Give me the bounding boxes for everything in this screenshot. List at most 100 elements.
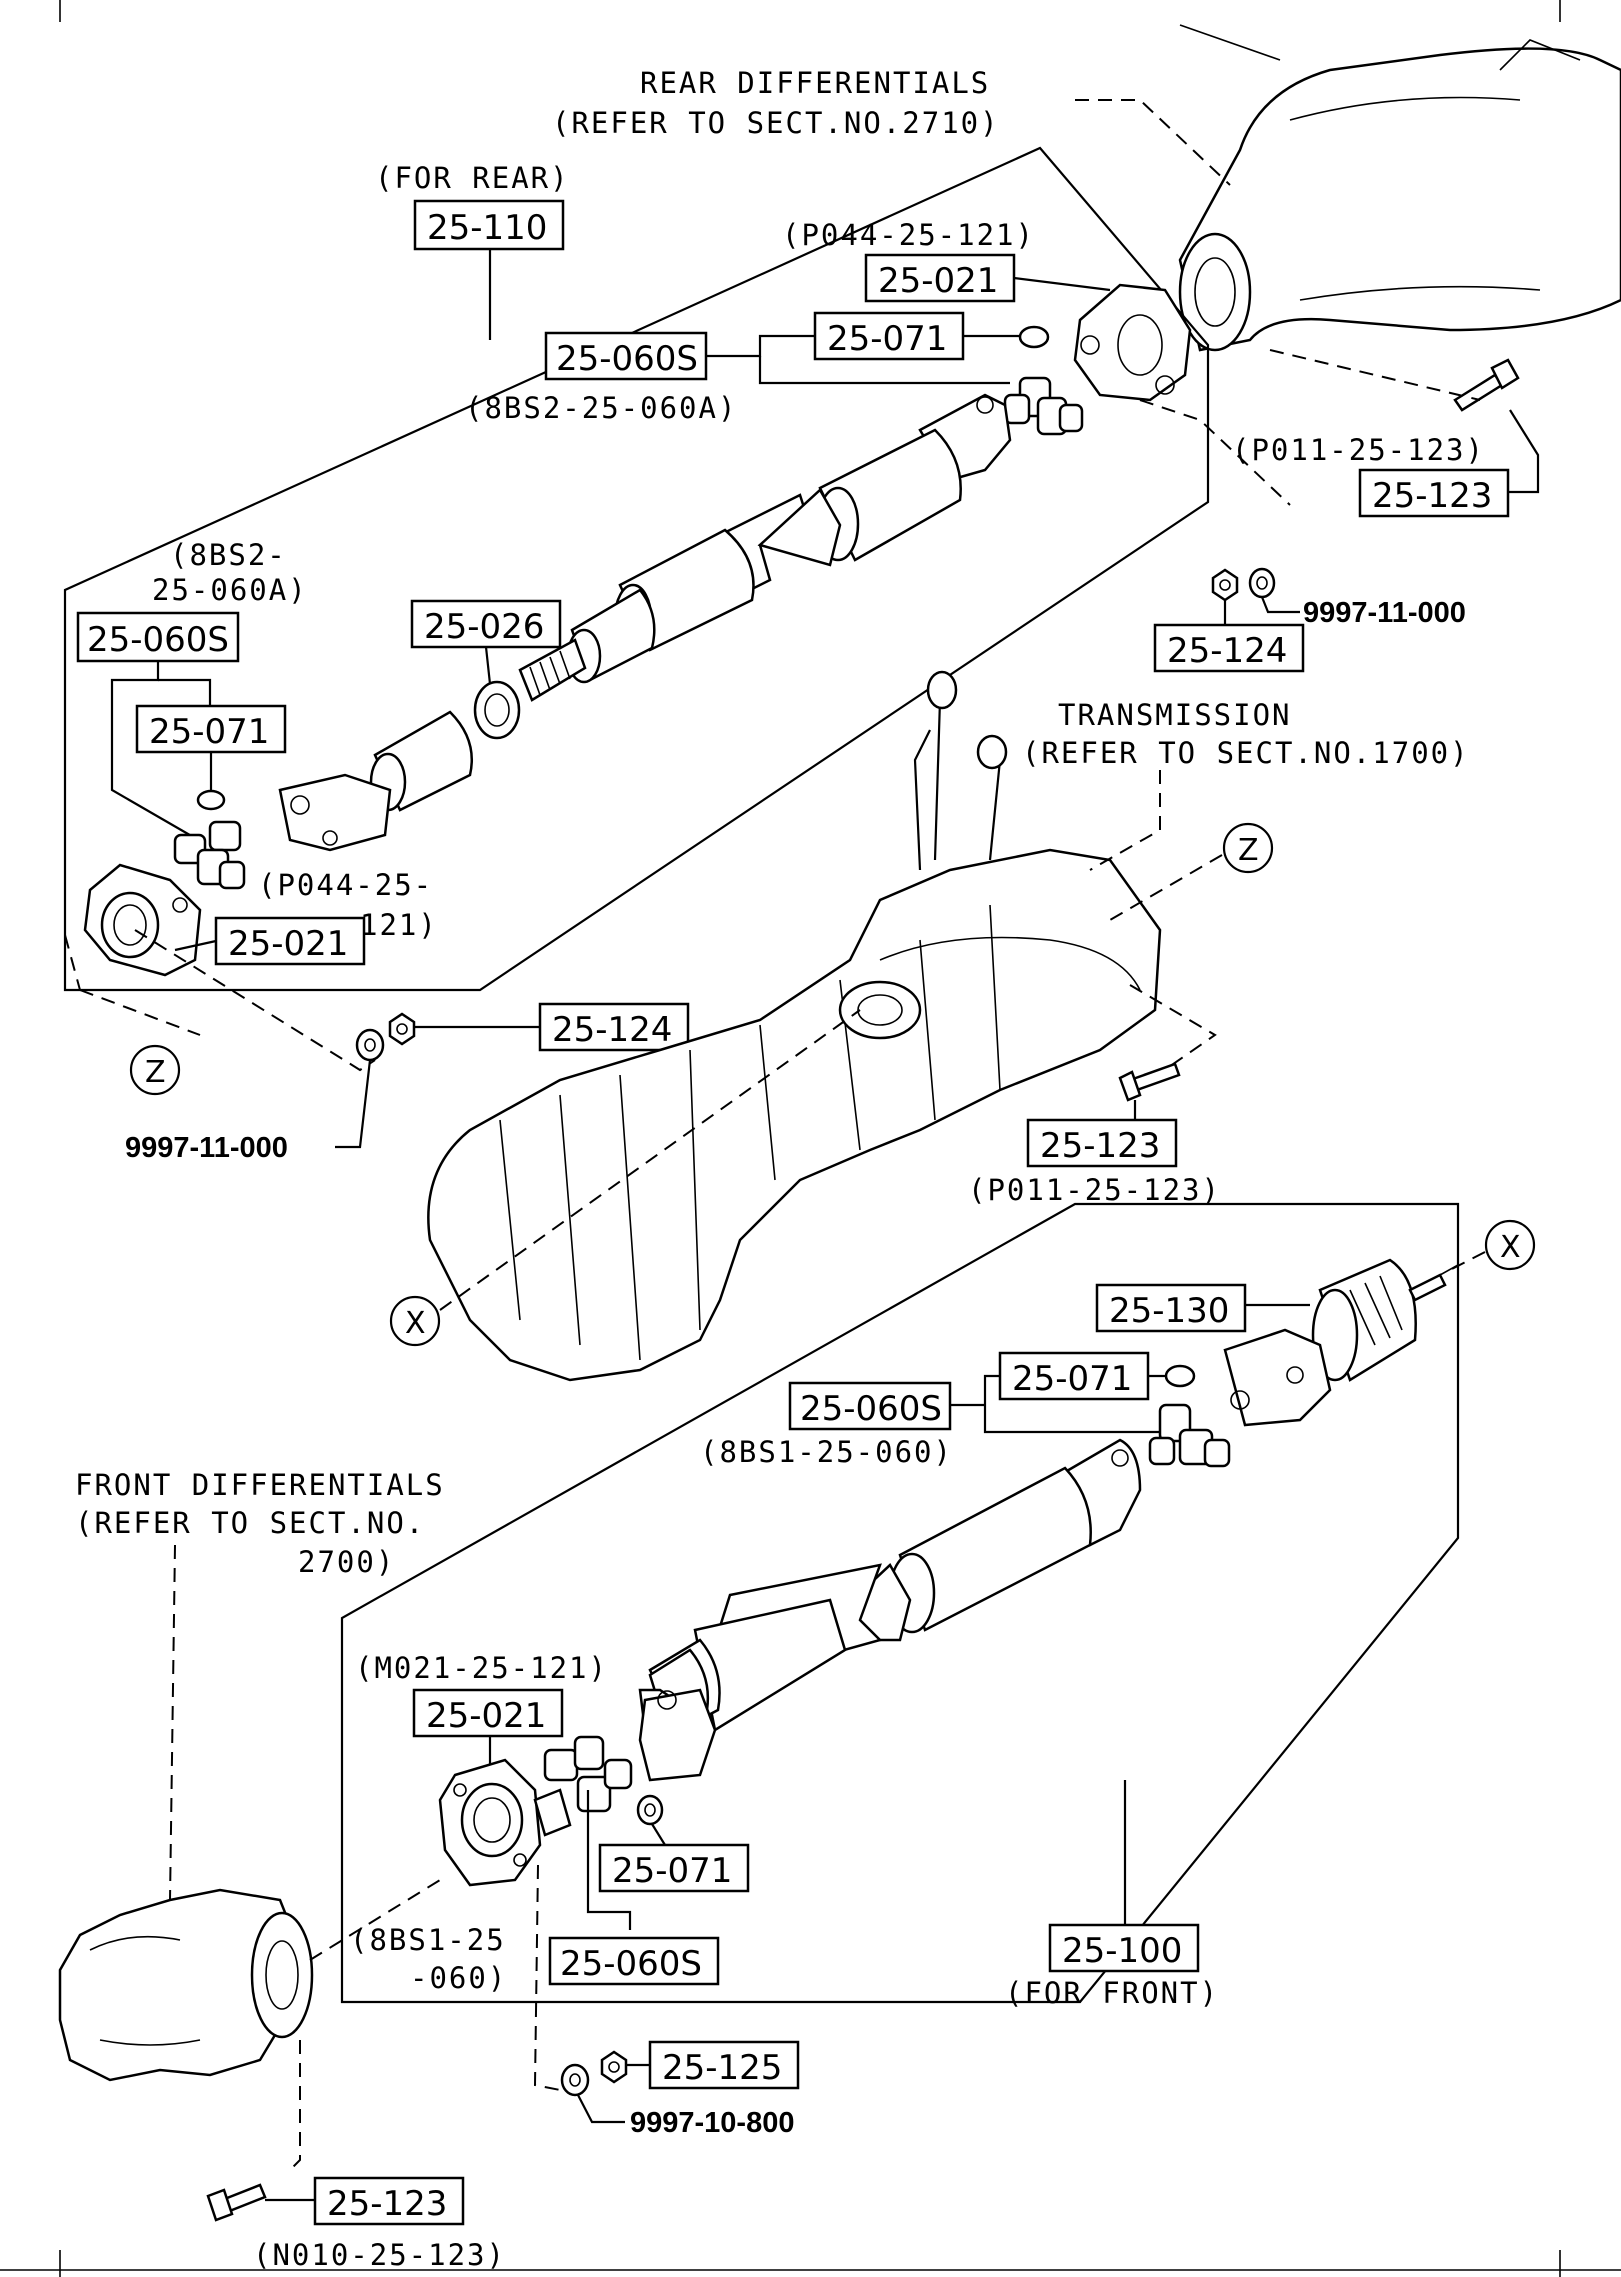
- rear-companion-flange-top: [1073, 283, 1192, 402]
- marker-x-right: X: [1484, 1219, 1536, 1271]
- rear-joint-top-box: [544, 331, 708, 381]
- rear-joint-left-bracket: [110, 661, 196, 839]
- front-flange-number: 25-021: [426, 1696, 546, 1736]
- rear-cap-top-number: 25-071: [827, 319, 947, 359]
- rear-shaft-assy-number: 25-110: [427, 208, 547, 248]
- rear-washer-left-number: 9997-11-000: [125, 1132, 288, 1164]
- front-yoke-number: 25-130: [1109, 1291, 1229, 1331]
- front-washer: [560, 2063, 590, 2097]
- front-diff-note-line2: (REFER TO SECT.NO.: [75, 1506, 425, 1540]
- front-cap-left-box: [598, 1843, 750, 1893]
- rear-joint-left-subnumber-line2: 25-060A): [152, 573, 308, 607]
- front-joint-left-bracket: [586, 1790, 632, 1930]
- transmission: [427, 670, 1162, 1382]
- rear-flange-top-leader: [1013, 276, 1111, 292]
- rear-bolt-left-subnumber: (P011-25-123): [968, 1173, 1221, 1207]
- transmission-note-line1: TRANSMISSION: [1058, 698, 1292, 732]
- rear-bolt-left-box: [1026, 1118, 1178, 1168]
- rear-washer-left: [355, 1028, 385, 1062]
- rear-propeller-shaft: [278, 393, 1012, 852]
- rear-universal-joint-top: [1003, 325, 1084, 436]
- front-washer-leader: [577, 2094, 625, 2124]
- rear-flange-left-dash: [64, 934, 201, 1036]
- front-shaft-assy-box: [1048, 1923, 1200, 1973]
- rear-bolt-left: [1118, 1062, 1181, 1102]
- marker-z-left: Z: [129, 1044, 181, 1096]
- rear-flange-top-box: [864, 253, 1016, 303]
- front-nut-dash: [533, 1864, 561, 2091]
- front-differential: [58, 1888, 314, 2082]
- front-joint-left-subnumber-line2: -060): [410, 1961, 507, 1995]
- rear-nut-top: [1211, 568, 1239, 602]
- rear-joint-left-bracket-cap: [158, 678, 212, 706]
- front-propeller-shaft: [638, 1438, 1142, 1782]
- front-joint-left-subnumber-line1: (8BS1-25: [350, 1923, 506, 1957]
- front-joint-right-bracket: [950, 1374, 1160, 1434]
- front-universal-joint-right: [1148, 1403, 1231, 1468]
- front-flange-subnumber: (M021-25-121): [355, 1651, 608, 1685]
- front-washer-number: 9997-10-800: [630, 2107, 794, 2139]
- for-rear-label: (FOR REAR): [375, 161, 570, 195]
- front-diff-note-line1: FRONT DIFFERENTIALS: [75, 1468, 445, 1502]
- front-nut: [600, 2050, 628, 2084]
- rear-bolt-left-number: 25-123: [1040, 1126, 1160, 1166]
- transmission-note-leader: [1089, 770, 1161, 871]
- svg-text:X: X: [1500, 1230, 1521, 1265]
- rear-flange-left-subnumber-line2: 121): [360, 908, 438, 942]
- rear-seal-leader: [484, 646, 492, 685]
- front-cap-left-leader: [651, 1823, 666, 1846]
- rear-cap-left-number: 25-071: [149, 712, 269, 752]
- rear-flange-left-leader: [174, 939, 217, 952]
- front-bearing-cap-left: [636, 1794, 664, 1826]
- transmission-note-line2: (REFER TO SECT.NO.1700): [1022, 736, 1470, 770]
- front-shaft-group-outline: [340, 1202, 1460, 2004]
- rear-nut-top-box: [1153, 623, 1305, 673]
- rear-diff-note-line1: REAR DIFFERENTIALS: [640, 66, 990, 100]
- rear-joint-left-subnumber-line1: (8BS2-: [170, 538, 287, 572]
- rear-flange-top-number: 25-021: [878, 261, 998, 301]
- rear-shaft-assy-box: [413, 199, 565, 251]
- rear-bolt-top-number: 25-123: [1372, 476, 1492, 516]
- rear-joint-left-box: [76, 611, 240, 663]
- rear-nut-left-number: 25-124: [552, 1010, 672, 1050]
- front-joint-left-box: [548, 1936, 720, 1986]
- rear-diff-note-line2: (REFER TO SECT.NO.2710): [552, 106, 1000, 140]
- marker-x-left: X: [389, 1295, 441, 1347]
- front-slip-yoke: [1223, 1258, 1459, 1427]
- front-flange-box: [412, 1688, 564, 1738]
- rear-joint-top-bracket-upper: [706, 334, 815, 358]
- svg-text:Z: Z: [1238, 833, 1259, 868]
- rear-joint-top-subnumber: (8BS2-25-060A): [465, 391, 737, 425]
- marker-x-left-dash: [439, 1009, 861, 1311]
- front-bolt: [206, 2183, 267, 2222]
- rear-cap-top-box: [813, 311, 965, 361]
- front-diff-note-leader: [169, 1544, 176, 1901]
- rear-joint-top-number: 25-060S: [556, 339, 698, 379]
- rear-seal-number: 25-026: [424, 607, 544, 647]
- front-cap-right-number: 25-071: [1012, 1359, 1132, 1399]
- for-front-label: (FOR FRONT): [1005, 1976, 1219, 2010]
- rear-washer-top-leader: [1260, 596, 1300, 614]
- rear-flange-top-dash: [1139, 399, 1291, 506]
- front-diff-note-line3: 2700): [298, 1545, 395, 1579]
- rear-bolt-top-subnumber: (P011-25-123): [1232, 433, 1485, 467]
- front-joint-left-number: 25-060S: [560, 1944, 702, 1984]
- rear-flange-left-subnumber-line1: (P044-25-: [258, 868, 433, 902]
- rear-flange-left-box: [214, 916, 366, 966]
- front-joint-right-number: 25-060S: [800, 1389, 942, 1429]
- rear-bolt-top: [1453, 358, 1520, 412]
- rear-diff-leader: [1075, 99, 1231, 186]
- front-bolt-box: [313, 2176, 465, 2226]
- rear-washer-left-leader: [335, 1059, 372, 1149]
- rear-flange-left-number: 25-021: [228, 924, 348, 964]
- rear-shaft-group-outline: [63, 146, 1210, 992]
- svg-text:Z: Z: [145, 1055, 166, 1090]
- rear-nut-top-number: 25-124: [1167, 631, 1287, 671]
- front-flange-dash: [309, 1879, 441, 1961]
- rear-bolt-top-leader: [1508, 409, 1540, 494]
- rear-cap-left-box: [135, 704, 287, 754]
- rear-differential: [1178, 24, 1621, 352]
- front-nut-box: [648, 2040, 800, 2090]
- rear-washer-top-number: 9997-11-000: [1303, 597, 1466, 629]
